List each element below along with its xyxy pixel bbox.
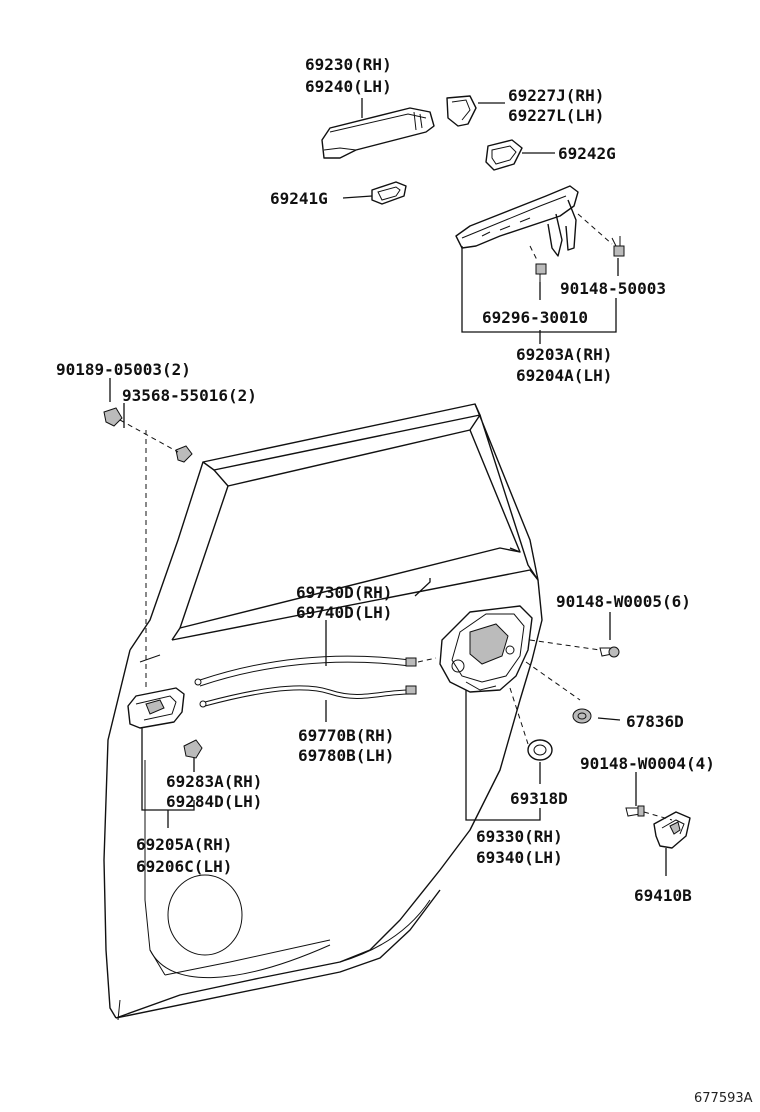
- screw: [175, 445, 193, 463]
- label-cable-1-lh: 69740D(LH): [296, 603, 392, 622]
- label-pad-rear: 69242G: [558, 144, 616, 163]
- part-labels: 69230(RH) 69240(LH) 69227J(RH) 69227L(LH…: [56, 55, 753, 1106]
- label-cable-2-lh: 69780B(LH): [298, 746, 394, 765]
- label-grommet: 67836D: [626, 712, 684, 731]
- outer-handle: [321, 107, 435, 159]
- label-screw-frame: 90148-50003: [560, 279, 666, 298]
- label-lock-rh: 69330(RH): [476, 827, 563, 846]
- label-cap-rh: 69283A(RH): [166, 772, 262, 791]
- striker: [653, 811, 691, 849]
- label-cable-2-rh: 69770B(RH): [298, 726, 394, 745]
- label-outer-handle-lh: 69240(LH): [305, 77, 392, 96]
- label-cap-lh: 69284D(LH): [166, 792, 262, 811]
- door-lock: [439, 605, 533, 693]
- pad-rear: [485, 139, 523, 171]
- handle-frame: [455, 185, 579, 257]
- pad-front: [371, 181, 407, 205]
- inner-handle: [127, 687, 185, 729]
- cables: [194, 655, 437, 708]
- label-screw-striker: 90148-W0004(4): [580, 754, 715, 773]
- label-frame-lh: 69204A(LH): [516, 366, 612, 385]
- label-handle-cover-rh: 69227J(RH): [508, 86, 604, 105]
- leader-lines: [109, 98, 667, 876]
- label-screw-frame-2: 69296-30010: [482, 308, 588, 327]
- label-inner-handle-rh: 69205A(RH): [136, 835, 232, 854]
- screw-lock: [599, 646, 620, 658]
- cap: [183, 739, 203, 759]
- label-striker: 69410B: [634, 886, 692, 905]
- label-handle-cover-lh: 69227L(LH): [508, 106, 604, 125]
- lock-cover: [527, 739, 553, 761]
- striker-screw: [625, 805, 645, 817]
- label-inner-handle-lh: 69206C(LH): [136, 857, 232, 876]
- clip: [103, 407, 123, 427]
- label-screw-lock: 90148-W0005(6): [556, 592, 691, 611]
- screw-frame: [535, 236, 625, 284]
- label-lock-lh: 69340(LH): [476, 848, 563, 867]
- label-lock-cover: 69318D: [510, 789, 568, 808]
- label-clip: 90189-05003(2): [56, 360, 191, 379]
- label-screw: 93568-55016(2): [122, 386, 257, 405]
- label-outer-handle-rh: 69230(RH): [305, 55, 392, 74]
- door-panel: [103, 403, 543, 1021]
- grommet: [572, 708, 592, 724]
- diagram-id: 677593A: [694, 1091, 753, 1106]
- label-pad-front: 69241G: [270, 189, 328, 208]
- handle-cover: [446, 95, 477, 127]
- label-frame-rh: 69203A(RH): [516, 345, 612, 364]
- label-cable-1-rh: 69730D(RH): [296, 583, 392, 602]
